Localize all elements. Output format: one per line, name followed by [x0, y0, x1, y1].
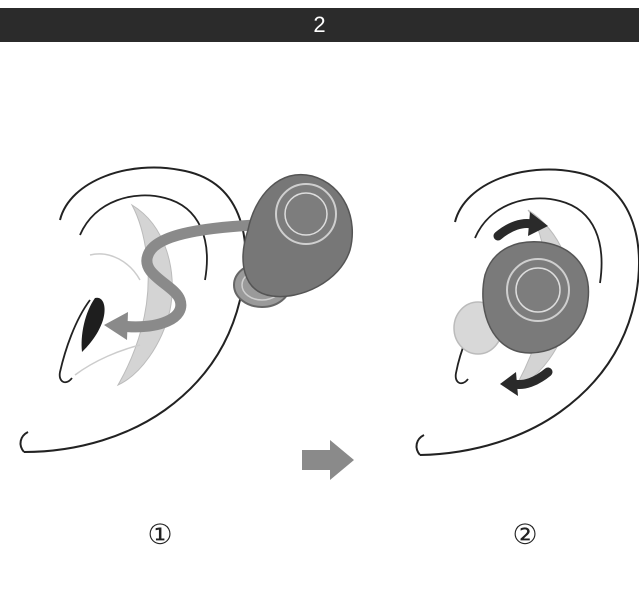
insert-arrow-icon: [104, 219, 261, 340]
earbud-2: [453, 241, 590, 355]
earbud-1: [233, 173, 354, 308]
panel-label-2: ②: [512, 518, 538, 551]
ear-illustration-1: [19, 166, 247, 453]
panel-label-1: ①: [147, 518, 173, 551]
right-arrow-icon: [302, 440, 354, 480]
step-number: 2: [313, 12, 326, 37]
step-header: 2: [0, 8, 639, 42]
rotate-arrows-icon: [493, 212, 553, 396]
